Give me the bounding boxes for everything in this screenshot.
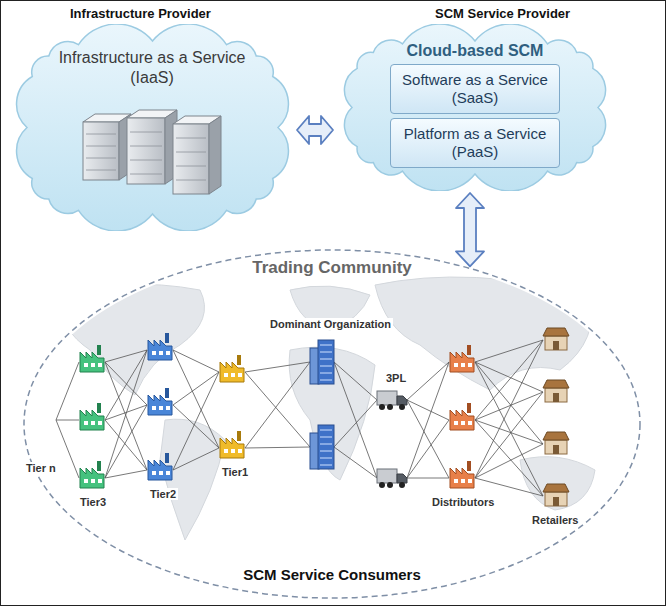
supply-link bbox=[407, 362, 449, 478]
supply-link bbox=[334, 447, 377, 478]
community-ellipse bbox=[24, 250, 640, 598]
tier1-supplier bbox=[220, 355, 244, 382]
service-box: Software as a Service (SaaS) bbox=[390, 64, 560, 114]
world-map bbox=[60, 277, 595, 540]
retailer-store bbox=[543, 380, 569, 402]
supply-link bbox=[245, 362, 310, 372]
supply-link bbox=[245, 362, 310, 448]
retailer-store bbox=[543, 484, 569, 506]
supply-link bbox=[245, 447, 310, 448]
supply-link bbox=[475, 478, 543, 496]
distributor bbox=[450, 345, 474, 372]
server-racks bbox=[75, 106, 230, 198]
3pl-truck bbox=[377, 469, 407, 488]
cloud-title: Infrastructure as a Service (IaaS) bbox=[42, 48, 262, 88]
retailer-store bbox=[543, 432, 569, 454]
supply-link bbox=[173, 350, 219, 448]
cloud-shape bbox=[17, 24, 289, 231]
dominant-organization-building bbox=[310, 425, 334, 469]
network-label: Distributors bbox=[430, 496, 496, 508]
retailer-store bbox=[543, 328, 569, 350]
supply-link bbox=[105, 350, 147, 420]
tier2-supplier bbox=[148, 333, 172, 360]
supply-link bbox=[105, 470, 147, 478]
supply-icons bbox=[80, 328, 569, 506]
supply-link bbox=[475, 392, 543, 420]
supply-link bbox=[173, 405, 219, 448]
double-block-arrow bbox=[297, 116, 333, 144]
iaas-cloud: Infrastructure ProviderInfrastructure as… bbox=[10, 6, 295, 231]
supply-link bbox=[105, 420, 147, 470]
3pl-truck bbox=[377, 391, 407, 410]
supply-link bbox=[334, 362, 377, 478]
supply-link bbox=[475, 340, 543, 420]
tier2-supplier bbox=[148, 453, 172, 480]
tier3-supplier bbox=[80, 461, 104, 488]
supply-link bbox=[173, 372, 219, 405]
community-caption: SCM Service Consumers bbox=[162, 566, 502, 583]
scm-cloud: SCM Service ProviderCloud-based SCM Softw… bbox=[335, 6, 615, 191]
supply-link bbox=[407, 420, 449, 478]
supply-link bbox=[475, 444, 543, 478]
supply-link bbox=[407, 400, 449, 478]
supply-link bbox=[56, 420, 79, 478]
service-box: Platform as a Service (PaaS) bbox=[390, 118, 560, 168]
supply-link bbox=[334, 362, 377, 400]
network-label: Retailers bbox=[530, 514, 580, 526]
double-block-arrow bbox=[456, 193, 484, 266]
supply-link bbox=[475, 362, 543, 496]
network-label: Dominant Organization bbox=[268, 318, 393, 330]
supply-link bbox=[334, 400, 377, 447]
supply-link bbox=[105, 405, 147, 478]
cloud-title: Cloud-based SCM bbox=[375, 42, 575, 60]
dominant-organization-building bbox=[310, 340, 334, 384]
supply-link bbox=[475, 420, 543, 444]
supply-link bbox=[407, 400, 449, 420]
tier3-supplier bbox=[80, 403, 104, 430]
community-heading: Trading Community bbox=[182, 258, 482, 278]
supply-link bbox=[475, 340, 543, 478]
trading-community-ellipse: Trading CommunitySCM Service Consumers bbox=[22, 248, 642, 600]
distributor bbox=[450, 403, 474, 430]
provider-heading: SCM Service Provider bbox=[435, 6, 613, 21]
supply-link bbox=[173, 350, 219, 372]
network-label: Tier3 bbox=[78, 496, 108, 508]
ellipse-outline bbox=[22, 248, 642, 600]
cloud-shape bbox=[344, 24, 605, 191]
supply-link bbox=[475, 340, 543, 362]
service-label: Platform as a Service (PaaS) bbox=[391, 121, 559, 165]
supply-link bbox=[173, 448, 219, 470]
provider-heading: Infrastructure Provider bbox=[70, 6, 290, 21]
service-label: Software as a Service (SaaS) bbox=[391, 67, 559, 111]
supply-link bbox=[475, 362, 543, 392]
supply-link bbox=[407, 478, 449, 479]
tier3-supplier bbox=[80, 345, 104, 372]
supply-network bbox=[56, 340, 543, 496]
supply-link bbox=[56, 362, 79, 420]
distributor bbox=[450, 461, 474, 488]
network-label: Tier1 bbox=[220, 466, 250, 478]
supply-link bbox=[105, 350, 147, 478]
tier1-supplier bbox=[220, 431, 244, 458]
supply-link bbox=[56, 420, 79, 421]
supply-link bbox=[407, 362, 449, 400]
supply-link bbox=[475, 392, 543, 478]
network-label: 3PL bbox=[384, 372, 408, 384]
supply-link bbox=[105, 405, 147, 420]
supply-link bbox=[173, 372, 219, 470]
network-label: Tier2 bbox=[148, 488, 178, 500]
network-label: Tier n bbox=[24, 462, 58, 474]
tier2-supplier bbox=[148, 388, 172, 415]
